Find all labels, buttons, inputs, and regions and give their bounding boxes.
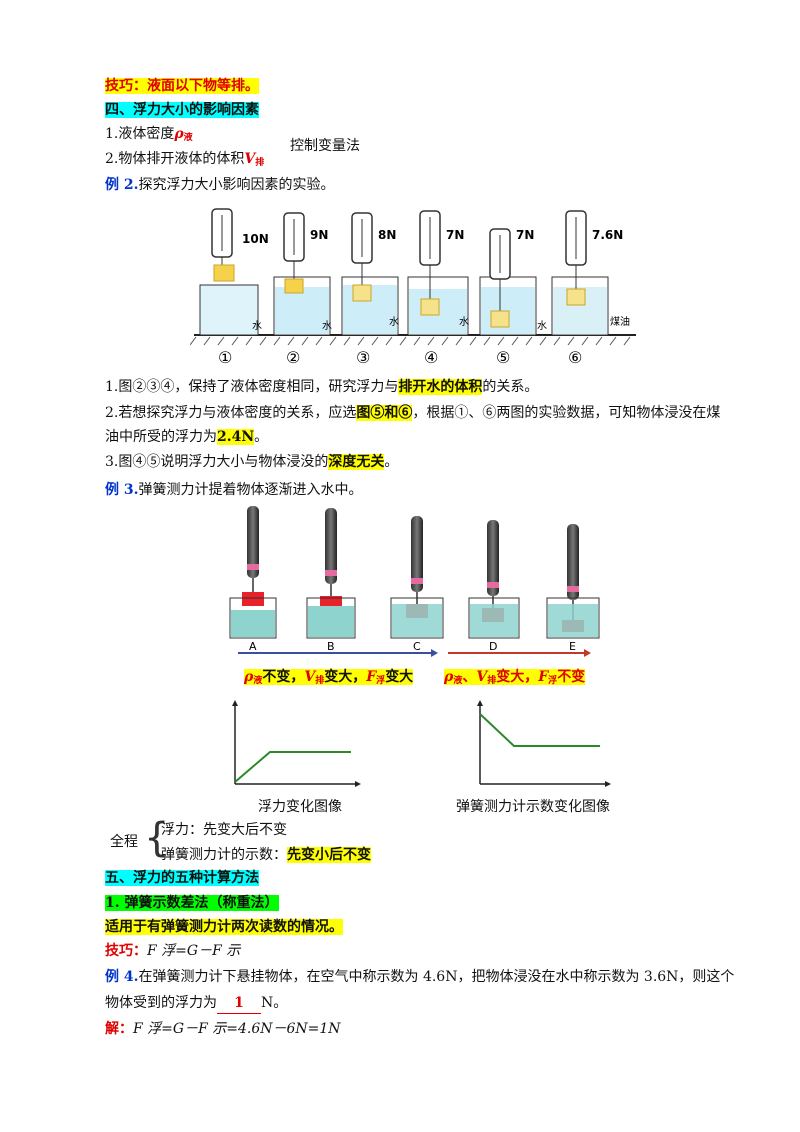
factor-1: 1.液体密度ρ液 (105, 124, 193, 148)
setup-5 (479, 228, 537, 336)
buoyancy-graph (232, 700, 361, 787)
reading-4: 7N (446, 228, 464, 242)
liquid-label-2: 水 (322, 320, 332, 332)
question-2: 2.若想探究浮力与液体密度的关系，应选图⑤和⑥，根据①、⑥两图的实验数据，可知物… (105, 405, 721, 421)
example-4: 例 4.在弹簧测力计下悬挂物体，在空气中称示数为 4.6N，把物体浸没在水中称示… (105, 967, 734, 987)
factor-2-text: 2.物体排开液体的体积 (105, 151, 245, 167)
example-2-text: 探究浮力大小影响因素的实验。 (138, 177, 335, 193)
example-4-label: 例 4. (105, 969, 139, 985)
setup-number-5: ⑤ (496, 348, 510, 367)
example-3: 例 3.弹簧测力计提着物体逐渐进入水中。 (105, 480, 363, 500)
solution-line: 解：F 浮=G－F 示=4.6N－6N=1N (105, 1019, 341, 1039)
example-4-answer: 1 (217, 993, 261, 1014)
scale-e (546, 524, 600, 639)
method-1-usage-text: 适用于有弹簧测力计两次读数的情况。 (105, 919, 343, 935)
example-3-text: 弹簧测力计提着物体逐渐进入水中。 (138, 482, 363, 498)
buoyancy-graph-caption: 浮力变化图像 (258, 799, 342, 815)
tip-line-2: 技巧：F 浮=G－F 示 (105, 941, 240, 961)
scale-a (229, 506, 277, 639)
liquid-label-1: 水 (252, 320, 262, 332)
setup-1 (199, 208, 259, 336)
stage-caption-right: ρ液、V排变大，F浮不变 (444, 669, 586, 686)
answer-2a: 图⑤和⑥ (356, 405, 413, 421)
spring-summary-answer: 先变小后不变 (287, 847, 371, 863)
example-2: 例 2.探究浮力大小影响因素的实验。 (105, 175, 335, 195)
setup-number-2: ② (286, 348, 300, 367)
question-1: 1.图②③④，保持了液体密度相同，研究浮力与排开水的体积的关系。 (105, 379, 539, 395)
setup-number-3: ③ (356, 348, 370, 367)
answer-2b: 2.4N (217, 429, 255, 445)
tip-2-label: 技巧： (105, 943, 147, 959)
reading-1: 10N (242, 232, 269, 246)
label-d: D (489, 640, 497, 653)
rho-symbol: ρ (174, 126, 184, 142)
v-sub: 排 (255, 158, 265, 168)
liquid-label-4: 水 (459, 316, 469, 328)
setup-2 (273, 212, 331, 336)
factor-2: 2.物体排开液体的体积V排 (105, 149, 264, 173)
reading-3: 8N (378, 228, 396, 242)
brace-icon: { (144, 815, 170, 861)
setup-number-6: ⑥ (568, 348, 582, 367)
whole-process-label: 全程 (110, 834, 138, 850)
buoyancy-summary: 浮力：先变大后不变 (161, 822, 287, 838)
spring-graph-caption: 弹簧测力计示数变化图像 (456, 799, 610, 815)
method-1-heading: 1. 弹簧示数差法（称重法） (105, 893, 279, 913)
section-4-title: 四、浮力大小的影响因素 (105, 102, 259, 118)
setup-6 (551, 210, 609, 336)
rho-sub: 液 (183, 133, 193, 143)
spring-summary: 弹簧测力计的示数：先变小后不变 (161, 847, 371, 863)
setup-4 (407, 210, 469, 336)
question-3: 3.图④⑤说明浮力大小与物体浸没的深度无关。 (105, 454, 399, 470)
label-c: C (413, 640, 421, 653)
stage-caption-left: ρ液不变，V排变大，F浮变大 (244, 669, 414, 686)
buoyancy-experiment-figure: 10N 9N 8N 7N 7N 7.6N 水 水 水 水 水 煤油 ① ② ③ … (190, 208, 636, 367)
stage-arrows (238, 649, 591, 657)
tip-text: 技巧：液面以下物等排。 (105, 78, 259, 94)
answer-1: 排开水的体积 (398, 379, 483, 395)
setup-number-1: ① (218, 348, 232, 367)
spring-reading-graph (477, 700, 611, 787)
example-2-label: 例 2. (105, 177, 139, 193)
solution-label: 解： (105, 1021, 133, 1037)
label-b: B (327, 640, 335, 653)
method-1-title: 1. 弹簧示数差法（称重法） (105, 895, 279, 911)
label-a: A (249, 640, 257, 653)
example-4-text: 在弹簧测力计下悬挂物体，在空气中称示数为 4.6N，把物体浸没在水中称示数为 3… (138, 969, 735, 985)
section-4-heading: 四、浮力大小的影响因素 (105, 100, 259, 120)
factor-1-text: 1.液体密度 (105, 126, 175, 142)
liquid-label-3: 水 (389, 316, 399, 328)
v-symbol: V (244, 151, 256, 167)
setup-number-4: ④ (424, 348, 438, 367)
spring-scale-figure: A B C D E (229, 506, 600, 653)
reading-6: 7.6N (592, 228, 623, 242)
liquid-label-6: 煤油 (610, 315, 630, 328)
scale-b (306, 508, 356, 639)
control-variable-method: 控制变量法 (290, 138, 360, 154)
example-3-label: 例 3. (105, 482, 139, 498)
section-5-title: 五、浮力的五种计算方法 (105, 870, 259, 886)
section-5-heading: 五、浮力的五种计算方法 (105, 868, 259, 888)
method-1-usage: 适用于有弹簧测力计两次读数的情况。 (105, 917, 343, 937)
liquid-label-5: 水 (537, 320, 547, 332)
question-2-cont: 油中所受的浮力为2.4N。 (105, 429, 269, 445)
tip-line-1: 技巧：液面以下物等排。 (105, 76, 259, 96)
reading-5: 7N (516, 228, 534, 242)
scale-c (390, 516, 444, 639)
scale-d (468, 520, 520, 639)
tip-2-formula: F 浮=G－F 示 (147, 943, 241, 959)
answer-3: 深度无关 (328, 454, 385, 470)
solution-text: F 浮=G－F 示=4.6N－6N=1N (133, 1021, 341, 1037)
setup-3 (341, 212, 399, 336)
reading-2: 9N (310, 228, 328, 242)
label-e: E (569, 640, 576, 653)
